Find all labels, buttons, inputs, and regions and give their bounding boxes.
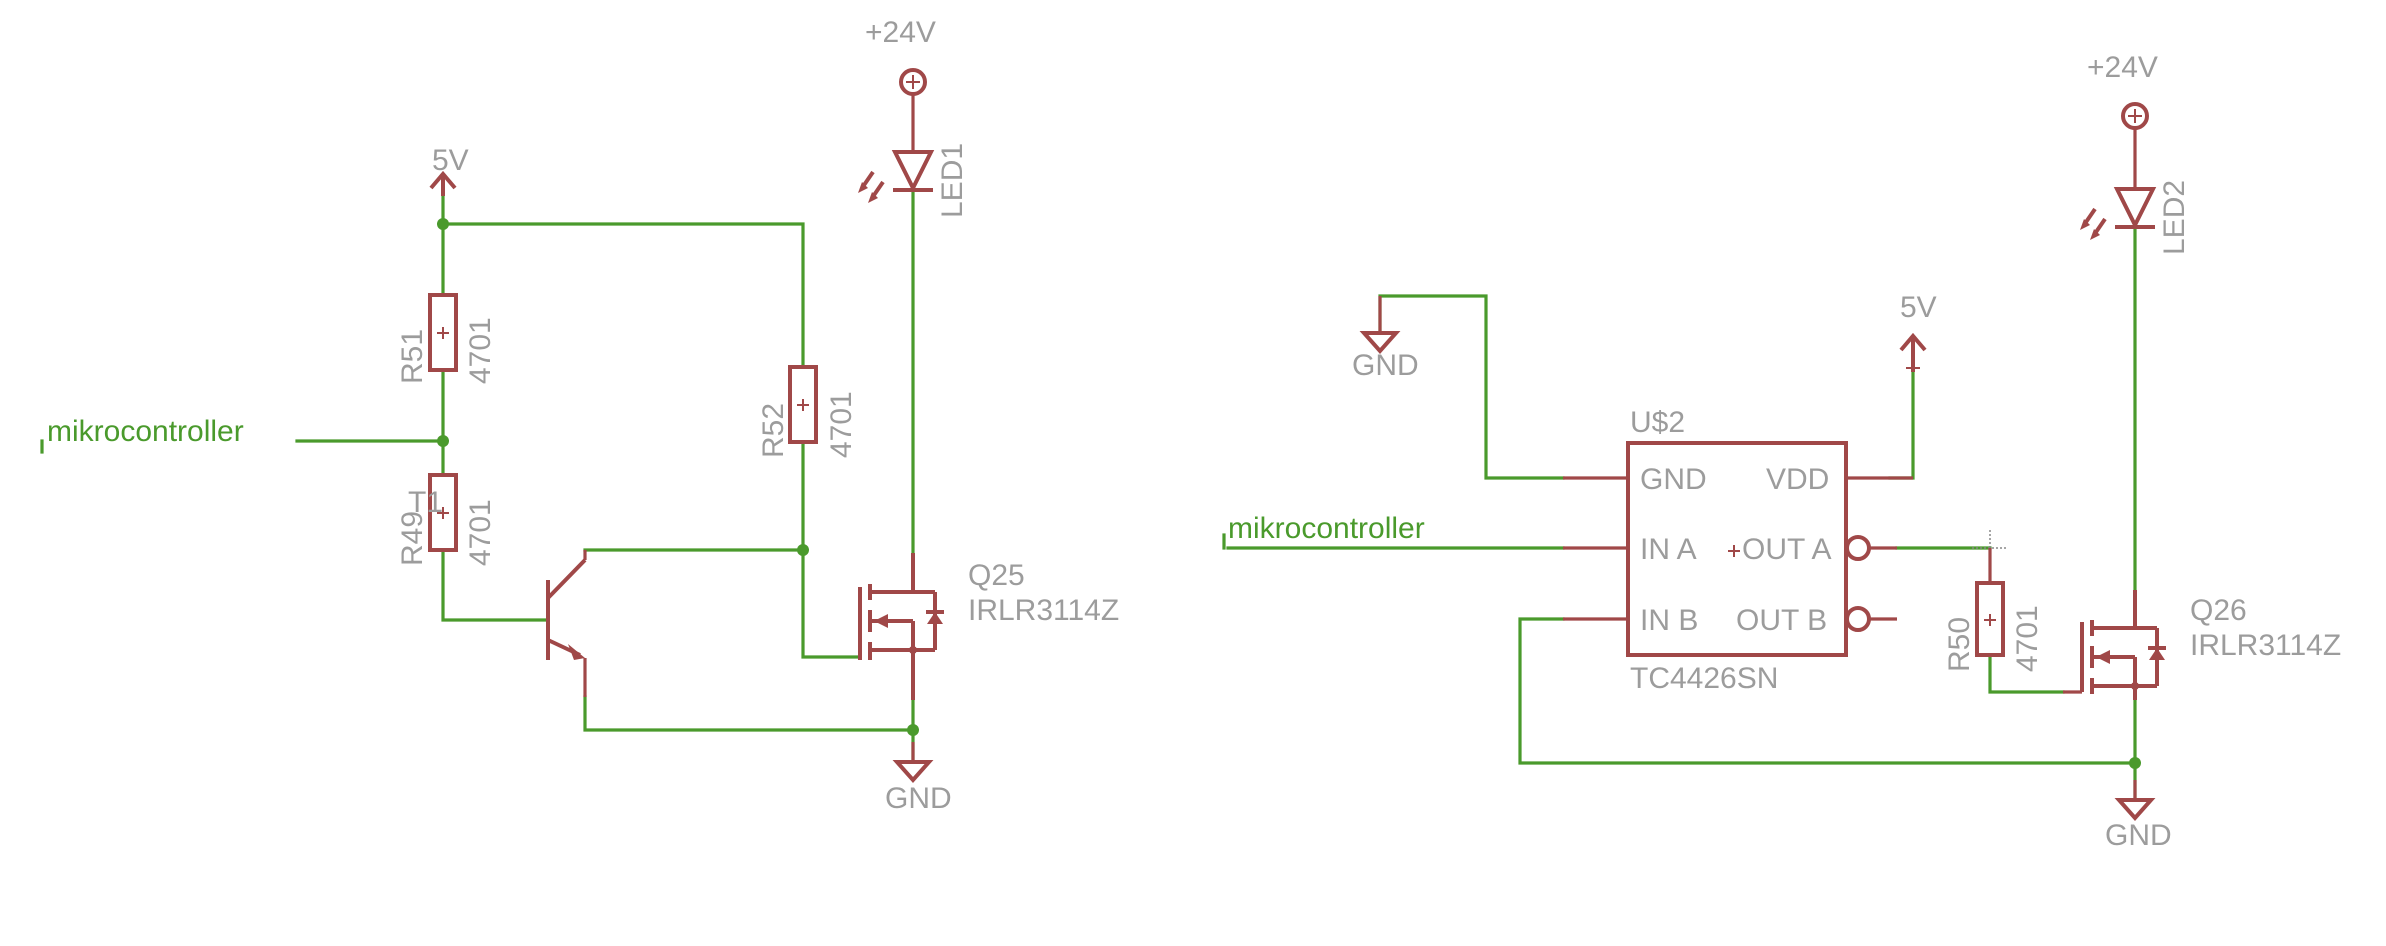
wire-emitter-gnd xyxy=(583,695,915,732)
wire-gnd-to-driver xyxy=(1378,294,1565,480)
gnd-label-top: GND xyxy=(1352,349,1419,382)
led1-symbol xyxy=(858,150,935,203)
led2-ref: LED2 xyxy=(2158,180,2191,255)
wire-5v-rail xyxy=(441,222,805,369)
junction-gnd-right xyxy=(2129,757,2141,769)
r52-value: 4701 xyxy=(825,391,858,458)
q25-part: IRLR3114Z xyxy=(968,594,1119,627)
junction-collector xyxy=(797,544,809,556)
driver-ref: U$2 xyxy=(1630,406,1685,439)
led1-ref: LED1 xyxy=(936,143,969,218)
driver-ic xyxy=(1563,441,1913,657)
supply-5v-symbol xyxy=(429,170,457,196)
junction-gnd-left xyxy=(907,724,919,736)
r51-resistor xyxy=(428,293,458,372)
junction-mikro xyxy=(437,435,449,447)
gnd-label-right: GND xyxy=(2105,819,2172,852)
q26-ref: Q26 xyxy=(2190,594,2247,627)
led2-symbol xyxy=(2080,187,2157,240)
gnd-symbol-top xyxy=(1359,296,1401,355)
r49-resistor xyxy=(428,473,458,552)
left-circuit: 5V +24V LED1 R51 4701 xyxy=(40,16,1119,815)
pin-gnd: GND xyxy=(1640,463,1707,496)
r52-resistor xyxy=(788,365,818,444)
supply-5v-label-right: 5V xyxy=(1900,291,1937,324)
r51-ref: R51 xyxy=(396,329,429,384)
supply-5v-symbol-right xyxy=(1899,332,1927,372)
right-circuit: GND 5V U$2 TC4426SN GND VDD IN A OUT A xyxy=(1222,51,2341,852)
wire-r50-gate xyxy=(1988,653,2065,694)
junction-5v xyxy=(437,218,449,230)
q26-part: IRLR3114Z xyxy=(2190,629,2341,662)
r50-resistor xyxy=(1975,548,2005,657)
wire-inb-loop xyxy=(1518,617,2137,765)
mikrocontroller-net-label-left: mikrocontroller xyxy=(47,415,244,448)
wire-vdd-5v xyxy=(1888,364,1915,480)
r50-value: 4701 xyxy=(2011,605,2044,672)
supply-24v-label: +24V xyxy=(865,16,936,49)
supply-5v-label: 5V xyxy=(432,144,469,177)
gnd-symbol-left xyxy=(892,742,934,784)
r51-value: 4701 xyxy=(464,317,497,384)
pin-in-a: IN A xyxy=(1640,533,1697,566)
gnd-symbol-right xyxy=(2114,780,2156,822)
mosfet-q26 xyxy=(2063,590,2166,700)
r49-value: 4701 xyxy=(464,499,497,566)
t1-ref: T1 xyxy=(408,486,443,519)
mikrocontroller-net-label-right: mikrocontroller xyxy=(1228,512,1425,545)
wire-gate-q25 xyxy=(801,548,862,659)
r49-ref: R49 xyxy=(396,511,429,566)
pin-in-b: IN B xyxy=(1640,604,1698,637)
pin-out-a: OUT A xyxy=(1742,533,1831,566)
q25-ref: Q25 xyxy=(968,559,1025,592)
supply-24v-label-right: +24V xyxy=(2087,51,2158,84)
pin-vdd: VDD xyxy=(1766,463,1829,496)
r52-ref: R52 xyxy=(757,403,790,458)
pin-out-b: OUT B xyxy=(1736,604,1827,637)
supply-24v-symbol-right xyxy=(2121,102,2149,188)
r50-ref: R50 xyxy=(1943,617,1976,672)
mosfet-q25 xyxy=(858,553,944,700)
driver-part: TC4426SN xyxy=(1630,662,1778,695)
npn-transistor-t1 xyxy=(546,550,587,697)
gnd-label-left: GND xyxy=(885,782,952,815)
supply-24v-symbol xyxy=(899,68,927,150)
left-wires xyxy=(295,173,915,764)
wire-r49-to-base xyxy=(441,548,550,622)
